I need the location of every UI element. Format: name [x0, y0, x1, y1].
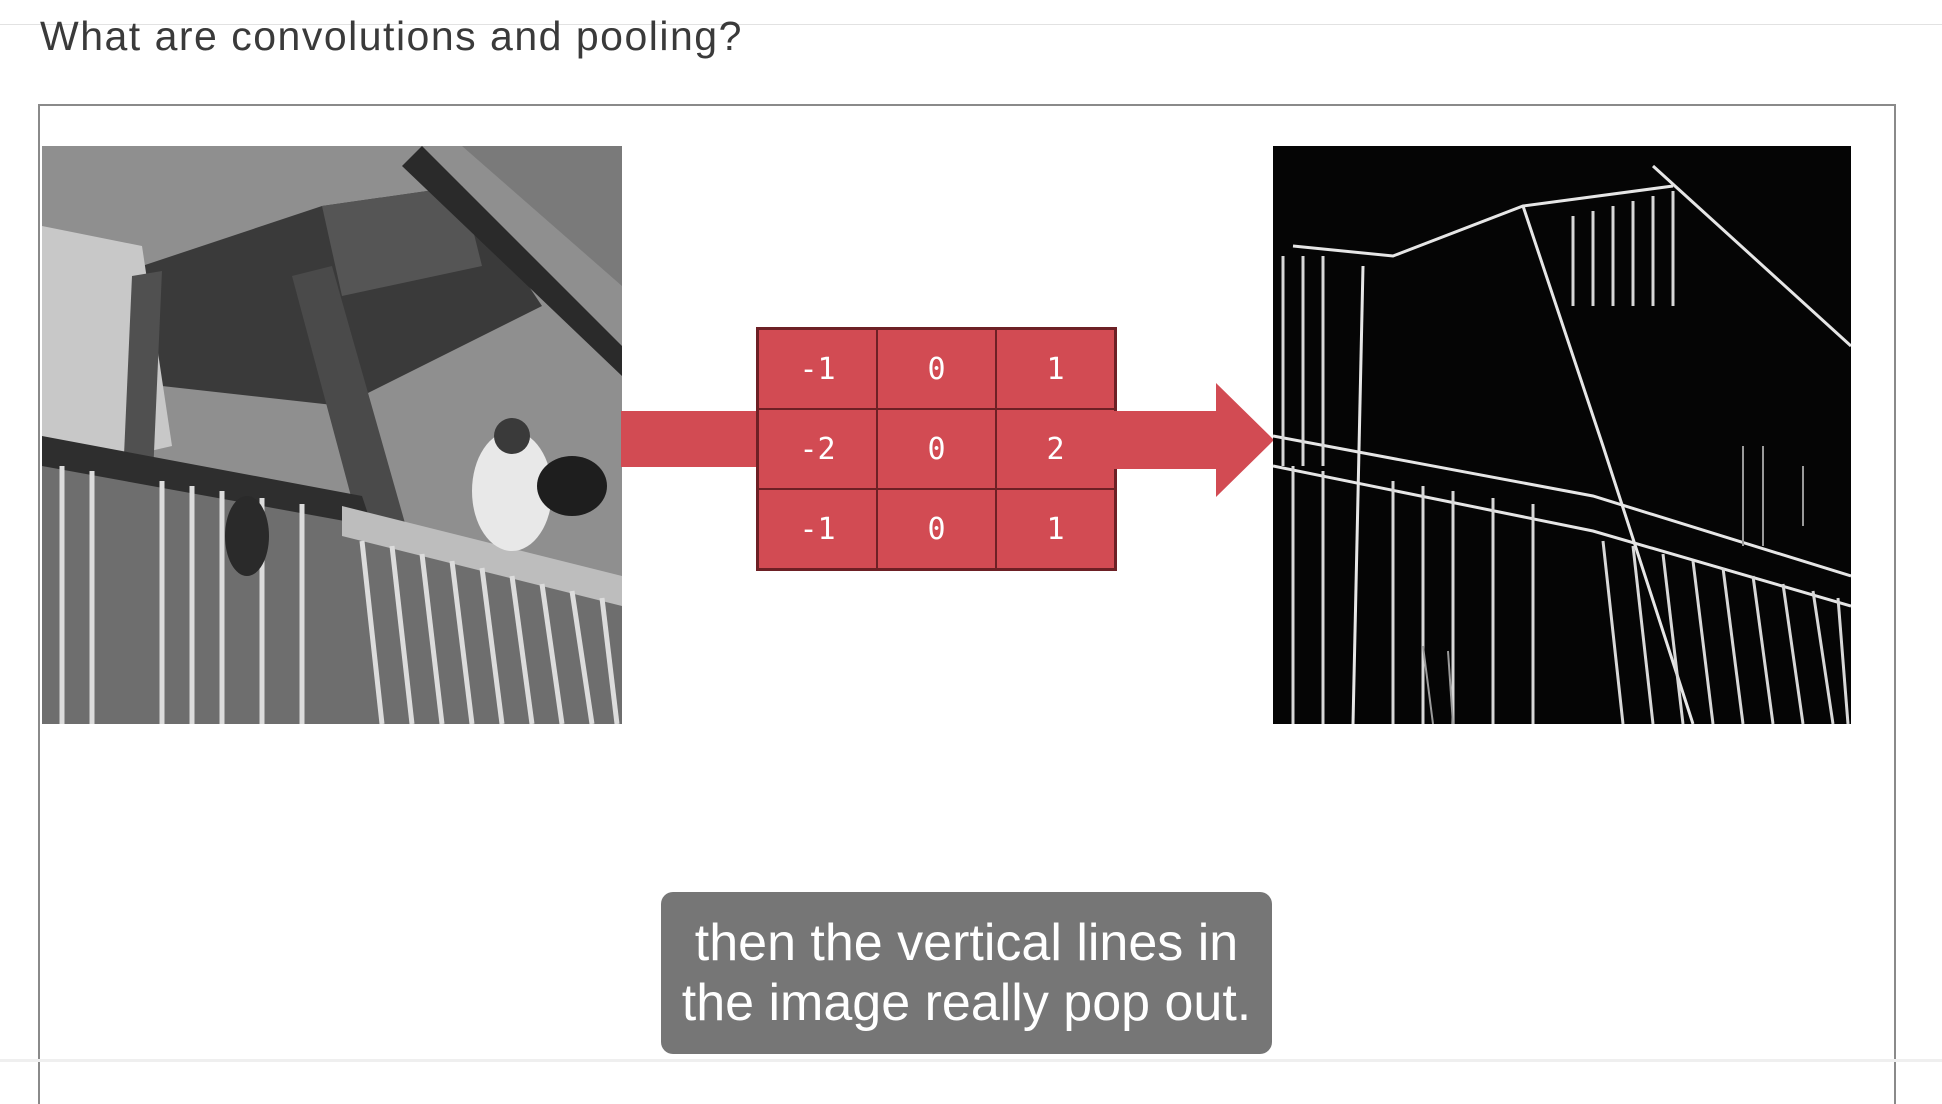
kernel-cell: 1 — [996, 489, 1115, 569]
kernel-cell: 0 — [877, 409, 996, 489]
kernel-cell: -2 — [758, 409, 877, 489]
kernel-cell: -1 — [758, 489, 877, 569]
bottom-divider — [0, 1059, 1942, 1062]
top-divider — [0, 24, 1942, 25]
output-arrow-icon — [1112, 383, 1274, 497]
output-image — [1273, 146, 1851, 724]
subtitle-caption: then the vertical lines in the image rea… — [661, 892, 1272, 1054]
kernel-cell: 2 — [996, 409, 1115, 489]
page-title: What are convolutions and pooling? — [40, 13, 743, 59]
kernel-cell: -1 — [758, 329, 877, 409]
input-image — [42, 146, 622, 724]
kernel-cell: 0 — [877, 329, 996, 409]
convolution-kernel: -1 0 1 -2 0 2 -1 0 1 — [756, 327, 1117, 571]
kernel-cell: 0 — [877, 489, 996, 569]
input-arrow-shaft — [621, 411, 761, 467]
kernel-cell: 1 — [996, 329, 1115, 409]
